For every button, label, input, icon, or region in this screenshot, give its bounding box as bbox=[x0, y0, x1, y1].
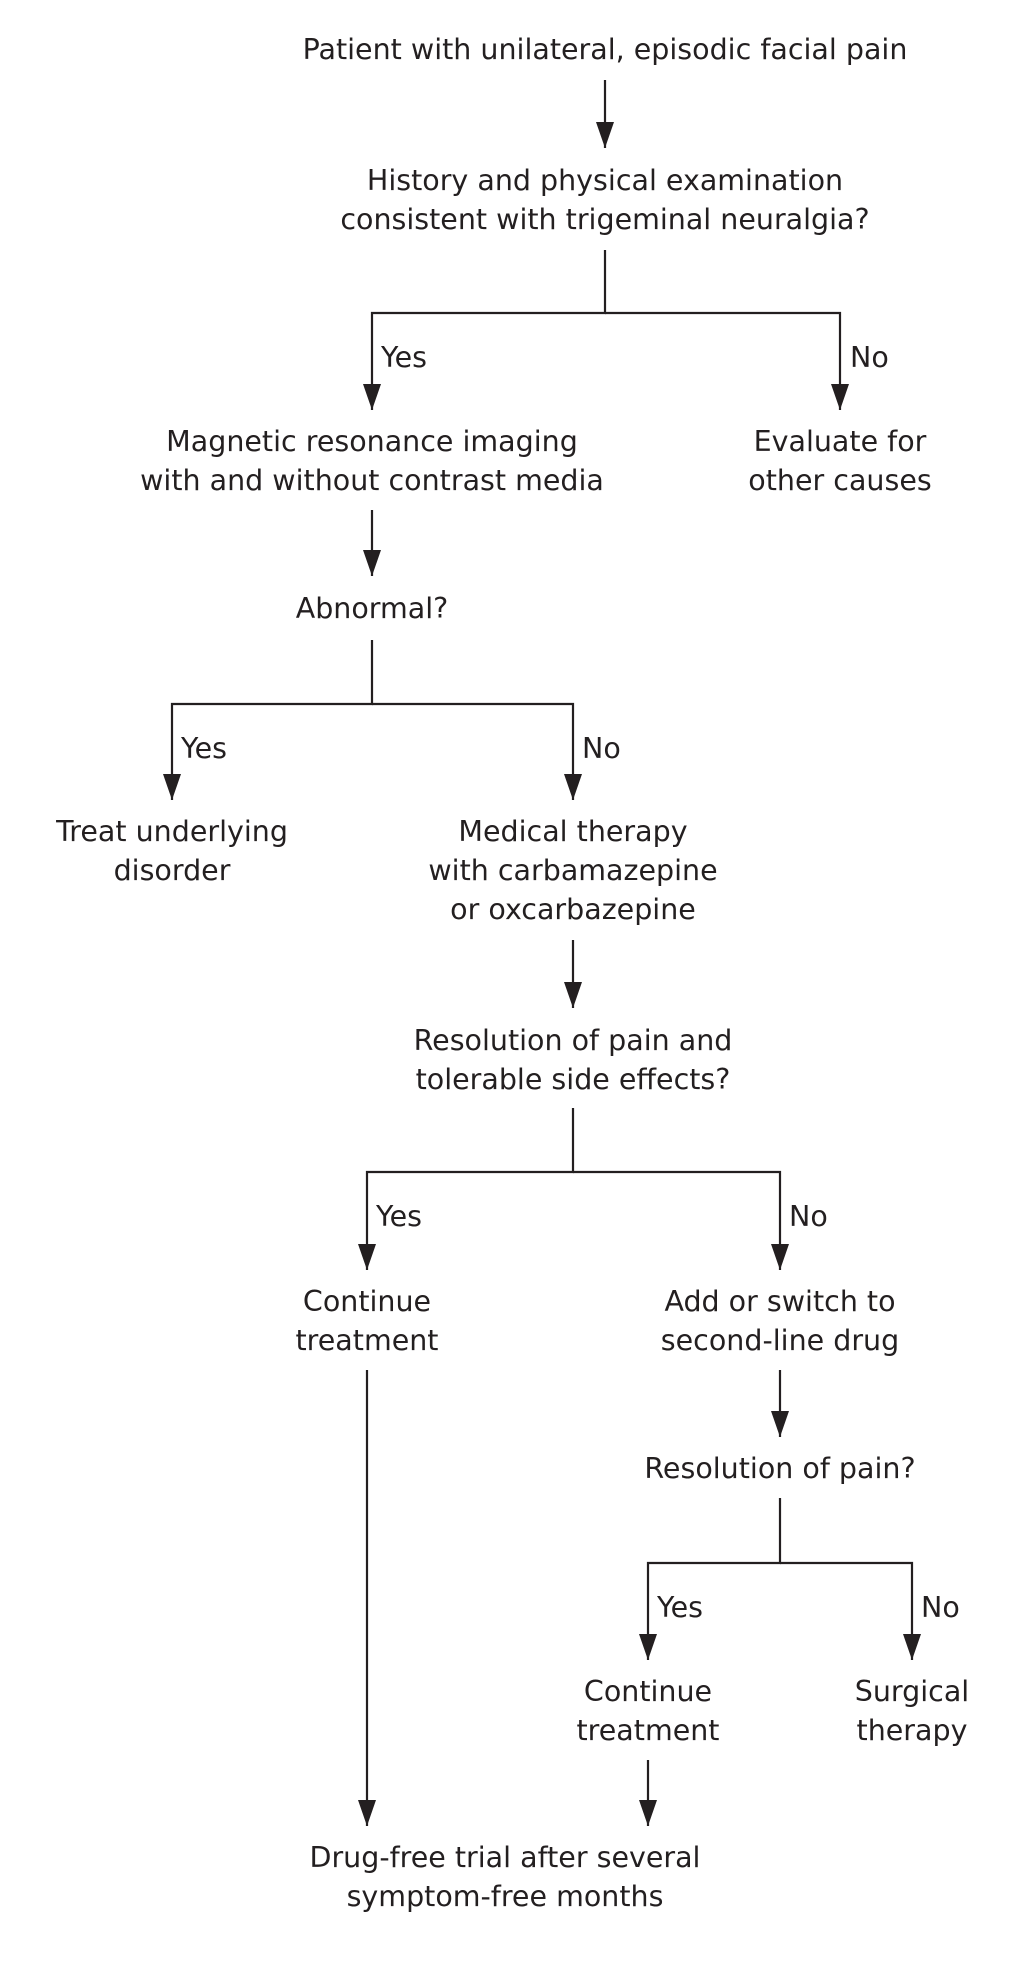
surgical-therapy-line-2: therapy bbox=[856, 1714, 968, 1747]
mri-line-1: Magnetic resonance imaging bbox=[166, 425, 578, 458]
abnormal-fork-connector bbox=[170, 640, 374, 800]
abnormal-question-node: Abnormal? bbox=[296, 589, 449, 628]
history-fork-arrowhead bbox=[363, 384, 381, 410]
medical-therapy-line-1: Medical therapy bbox=[458, 815, 688, 848]
resolution-side-effects-question-node: Resolution of pain and tolerable side ef… bbox=[414, 1021, 733, 1099]
treat-underlying-line-2: disorder bbox=[113, 854, 231, 887]
drug-free-trial-line-1: Drug-free trial after several bbox=[309, 1841, 701, 1874]
surgical-therapy-node: Surgical therapy bbox=[855, 1672, 969, 1750]
mri-line-2: with and without contrast media bbox=[140, 464, 604, 497]
resolution-pain-line-1: Resolution of pain? bbox=[644, 1452, 916, 1485]
surgical-therapy-line-1: Surgical bbox=[854, 1675, 970, 1708]
start-to-history-arrowhead bbox=[596, 122, 614, 148]
other-causes-line-2: other causes bbox=[748, 464, 932, 497]
history-line-2: consistent with trigeminal neuralgia? bbox=[340, 203, 870, 236]
medical-therapy-line-2: with carbamazepine bbox=[428, 854, 718, 887]
medical-to-resolution-arrowhead bbox=[564, 982, 582, 1008]
abnormal-fork-right-connector bbox=[372, 702, 575, 800]
resolution-pain-fork-connector bbox=[646, 1498, 782, 1660]
treat-underlying-line-1: Treat underlying bbox=[56, 815, 288, 848]
history-fork-right-arrowhead bbox=[831, 384, 849, 410]
start-node: Patient with unilateral, episodic facial… bbox=[303, 30, 908, 69]
add-switch-line-1: Add or switch to bbox=[664, 1285, 896, 1318]
drug-free-trial-node: Drug-free trial after several symptom-fr… bbox=[310, 1838, 701, 1916]
resolution-pain-question-node: Resolution of pain? bbox=[644, 1449, 915, 1488]
treat-underlying-node: Treat underlying disorder bbox=[56, 812, 288, 890]
add-switch-drug-node: Add or switch to second-line drug bbox=[661, 1282, 899, 1360]
branch-label-side-effects-yes: Yes bbox=[376, 1200, 423, 1233]
mri-to-abnormal-arrowhead bbox=[363, 550, 381, 576]
branch-label-resolution-pain-yes: Yes bbox=[657, 1591, 704, 1624]
resolution-pain-fork-arrowhead bbox=[639, 1634, 657, 1660]
history-fork-right-connector bbox=[605, 311, 842, 410]
continue-treatment-node-1: Continue treatment bbox=[296, 1282, 439, 1360]
other-causes-node: Evaluate for other causes bbox=[748, 422, 931, 500]
continue-treatment-2-line-1: Continue bbox=[583, 1675, 713, 1708]
branch-label-side-effects-no: No bbox=[789, 1200, 828, 1233]
resolution-side-effects-line-2: tolerable side effects? bbox=[415, 1063, 731, 1096]
add-switch-to-resolution-pain-arrowhead bbox=[771, 1411, 789, 1437]
resolution-pain-fork-right-arrowhead bbox=[903, 1634, 921, 1660]
history-line-1: History and physical examination bbox=[366, 164, 844, 197]
start-line-1: Patient with unilateral, episodic facial… bbox=[302, 33, 908, 66]
branch-label-history-no: No bbox=[850, 341, 889, 374]
medical-therapy-node: Medical therapy with carbamazepine or ox… bbox=[428, 812, 717, 929]
resolution-fork-right-connector bbox=[573, 1170, 782, 1270]
continue-treatment-2-line-2: treatment bbox=[576, 1714, 720, 1747]
continue-treatment-1-line-1: Continue bbox=[302, 1285, 432, 1318]
medical-therapy-line-3: or oxcarbazepine bbox=[450, 893, 696, 926]
abnormal-fork-right-arrowhead bbox=[564, 774, 582, 800]
other-causes-line-1: Evaluate for bbox=[753, 425, 927, 458]
history-question-node: History and physical examination consist… bbox=[340, 161, 869, 239]
history-fork-connector bbox=[370, 250, 607, 410]
resolution-fork-arrowhead bbox=[358, 1244, 376, 1270]
add-switch-line-2: second-line drug bbox=[660, 1324, 900, 1357]
branch-label-history-yes: Yes bbox=[381, 341, 428, 374]
drug-free-trial-line-2: symptom-free months bbox=[346, 1880, 664, 1913]
mri-node: Magnetic resonance imaging with and with… bbox=[140, 422, 604, 500]
branch-label-abnormal-no: No bbox=[582, 732, 621, 765]
abnormal-fork-arrowhead bbox=[163, 774, 181, 800]
abnormal-line-1: Abnormal? bbox=[295, 592, 449, 625]
resolution-fork-connector bbox=[365, 1108, 575, 1270]
continue-2-to-drug-free-arrowhead bbox=[639, 1800, 657, 1826]
branch-label-resolution-pain-no: No bbox=[921, 1591, 960, 1624]
resolution-fork-right-arrowhead bbox=[771, 1244, 789, 1270]
continue-treatment-1-line-2: treatment bbox=[295, 1324, 439, 1357]
branch-label-abnormal-yes: Yes bbox=[181, 732, 228, 765]
resolution-side-effects-line-1: Resolution of pain and bbox=[413, 1024, 733, 1057]
continue-treatment-node-2: Continue treatment bbox=[577, 1672, 720, 1750]
continue-1-to-drug-free-arrowhead bbox=[358, 1800, 376, 1826]
resolution-pain-fork-right-connector bbox=[780, 1561, 914, 1660]
